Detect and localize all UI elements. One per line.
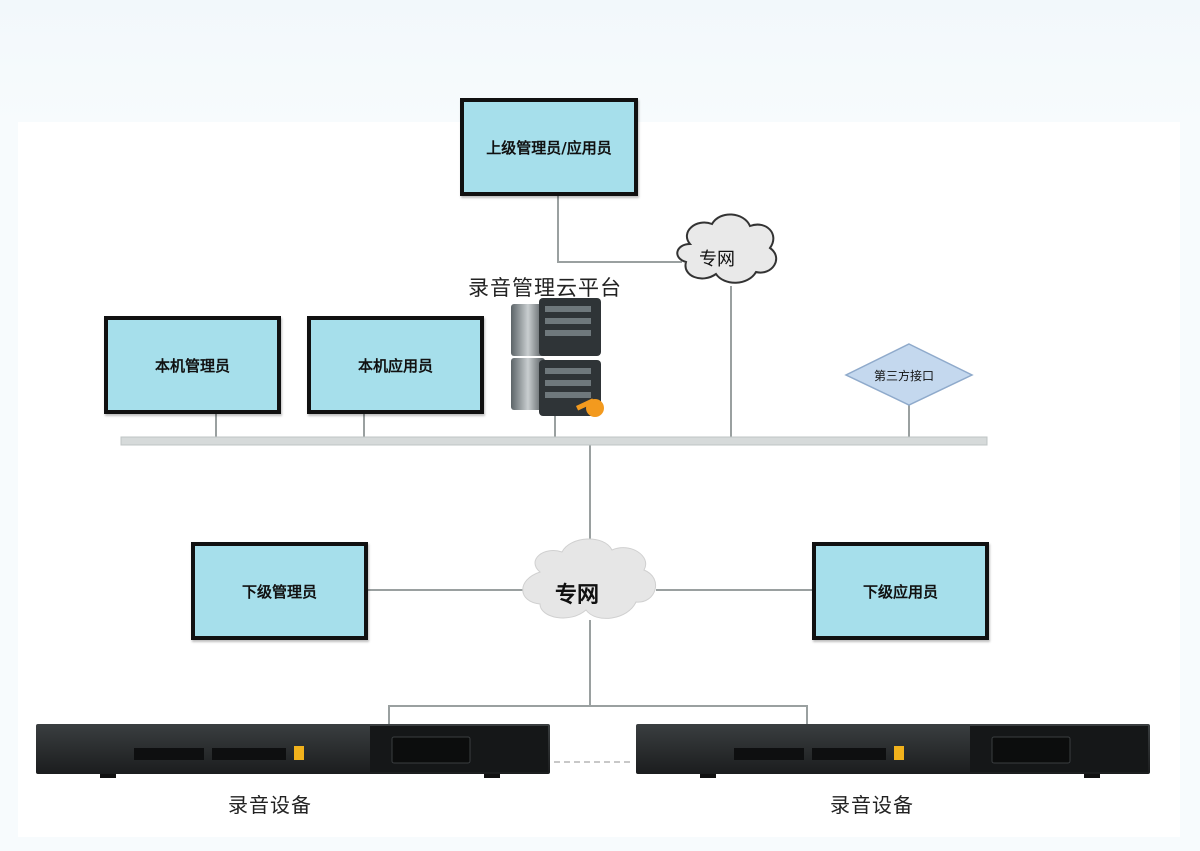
recorder-device-left-shape: [36, 724, 550, 778]
local-user-monitor: 本机应用员: [307, 316, 484, 414]
local-admin-label: 本机管理员: [154, 356, 230, 375]
third-party-interface-shape: [844, 343, 974, 406]
local-admin-monitor: 本机管理员: [104, 316, 281, 414]
lower-admin-label: 下级管理员: [241, 582, 317, 601]
third-party-interface-label: 第三方接口: [874, 369, 935, 383]
recorder-right-label: 录音设备: [830, 793, 914, 817]
lower-user-monitor: 下级应用员: [812, 542, 989, 640]
upper-admin-label: 上级管理员/应用员: [486, 138, 612, 157]
upper-admin-monitor: 上级管理员/应用员: [460, 98, 638, 196]
background-panel: [18, 122, 1180, 837]
private-net-mid-cloud-shape: [522, 538, 656, 619]
private-net-top-cloud-shape: [676, 213, 777, 284]
private-net-top-label: 专网: [699, 249, 735, 270]
network-bus: [120, 436, 988, 446]
cloud-platform-server-icon: [511, 298, 604, 417]
lower-admin-monitor: 下级管理员: [191, 542, 368, 640]
link-upper-admin-to-top-net: [557, 196, 682, 263]
link-split-to-recorders: [388, 705, 808, 727]
lower-user-label: 下级应用员: [862, 582, 938, 601]
private-net-mid-label: 专网: [555, 583, 600, 608]
cloud-platform-label: 录音管理云平台: [468, 276, 622, 300]
local-user-label: 本机应用员: [357, 356, 433, 375]
recorder-left-label: 录音设备: [228, 793, 312, 817]
recorder-device-right-shape: [636, 724, 1150, 778]
